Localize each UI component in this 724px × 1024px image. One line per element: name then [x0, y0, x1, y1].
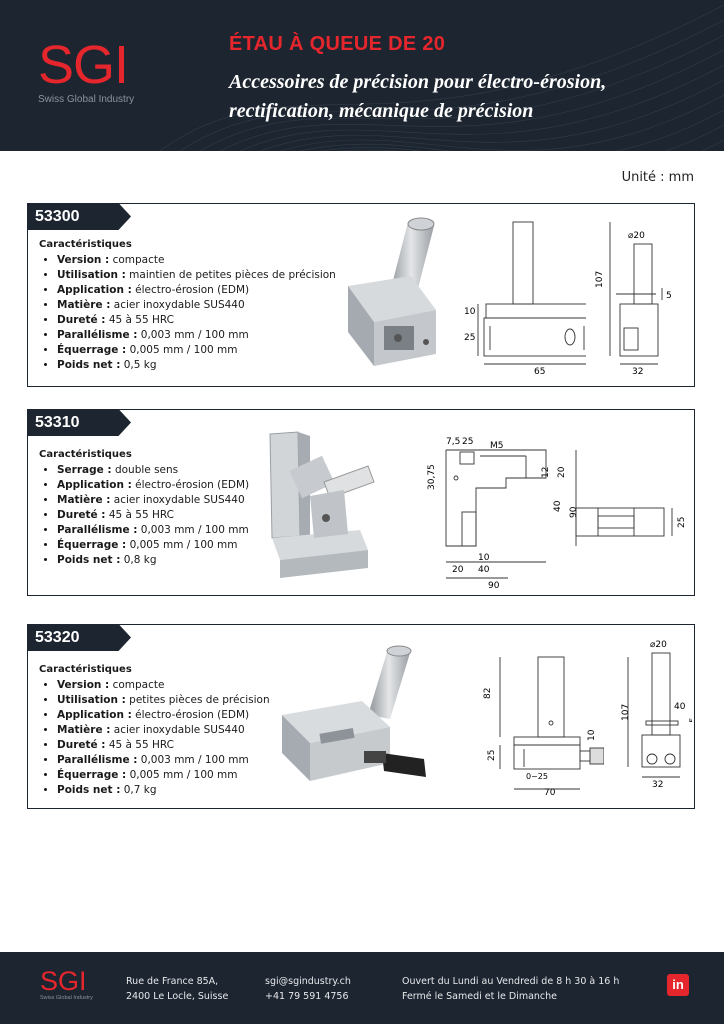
dim-label: ⌀20: [628, 231, 645, 241]
logo-tagline: Swiss Global Industry: [38, 94, 135, 105]
spec-item: Parallélisme : 0,003 mm / 100 mm: [57, 328, 336, 343]
product-code-badge: 53310: [27, 409, 131, 436]
footer-logo: SGI Swiss Global Industry: [40, 966, 93, 1001]
product-photo: [269, 431, 375, 578]
dim-label: 12: [541, 467, 551, 478]
unit-label: Unité : mm: [621, 170, 694, 185]
spec-item: Application : électro-érosion (EDM): [57, 708, 270, 723]
dim-label: 10: [464, 307, 476, 317]
dim-label: 25: [487, 750, 497, 761]
dim-label: 82: [483, 688, 493, 699]
spec-item: Matière : acier inoxydable SUS440: [57, 723, 270, 738]
dim-label: 25: [677, 517, 687, 528]
spec-item: Matière : acier inoxydable SUS440: [57, 298, 336, 313]
spec-item: Serrage : double sens: [57, 463, 249, 478]
spec-list: Caractéristiques Serrage : double sens A…: [39, 447, 249, 568]
dim-label: 7,5: [446, 437, 460, 447]
spec-item: Parallélisme : 0,003 mm / 100 mm: [57, 753, 270, 768]
spec-item: Application : électro-érosion (EDM): [57, 283, 336, 298]
dim-label: 10: [478, 553, 490, 563]
logo-mark: SGI: [38, 35, 129, 95]
product-card-53320: 53320 Caractéristiques Version : compact…: [27, 624, 695, 809]
dim-label: 107: [595, 271, 605, 288]
spec-list: Caractéristiques Version : compacte Util…: [39, 237, 336, 373]
spec-item: Utilisation : maintien de petites pièces…: [57, 268, 336, 283]
spec-item: Version : compacte: [57, 253, 336, 268]
spec-item: Équerrage : 0,005 mm / 100 mm: [57, 343, 336, 358]
spec-item: Version : compacte: [57, 678, 270, 693]
product-photo: [348, 217, 436, 366]
dim-label: 20: [557, 466, 567, 478]
footer-address: Rue de France 85A, 2400 Le Locle, Suisse: [126, 976, 229, 1002]
spec-item: Utilisation : petites pièces de précisio…: [57, 693, 270, 708]
dim-label: ⌀20: [650, 640, 667, 650]
footer-contact: sgi@sgindustry.ch +41 79 591 4756: [265, 974, 351, 1004]
spec-item: Dureté : 45 à 55 HRC: [57, 313, 336, 328]
product-code-badge: 53300: [27, 203, 131, 230]
linkedin-icon[interactable]: in: [667, 974, 689, 996]
dim-label: M5: [490, 441, 504, 451]
product-code-badge: 53320: [27, 624, 131, 651]
dim-label: 40: [674, 702, 686, 712]
dim-label: 5: [666, 291, 672, 301]
wave-pattern: [159, 4, 724, 151]
front-view-drawing: 82 25 10 0~25 70: [483, 656, 604, 797]
top-view-drawing: 25: [575, 507, 687, 537]
spec-item: Application : électro-érosion (EDM): [57, 478, 249, 493]
phone-link[interactable]: +41 79 591 4756: [265, 991, 349, 1002]
spec-item: Dureté : 45 à 55 HRC: [57, 738, 270, 753]
spec-title: Caractéristiques: [39, 664, 132, 675]
dim-label: 65: [534, 367, 545, 376]
dim-label: 32: [632, 367, 643, 376]
sgi-logo: SGI Swiss Global Industry: [38, 38, 134, 105]
spec-item: Poids net : 0,5 kg: [57, 358, 336, 373]
email-link[interactable]: sgi@sgindustry.ch: [265, 976, 351, 987]
front-view-drawing: 10 25 65: [464, 221, 586, 376]
spec-item: Équerrage : 0,005 mm / 100 mm: [57, 538, 249, 553]
subtitle-line-2: rectification, mécanique de précision: [229, 100, 534, 122]
footer-hours: Ouvert du Lundi au Vendredi de 8 h 30 à …: [402, 976, 620, 1002]
page-title: ÉTAU À QUEUE DE 20: [229, 33, 446, 55]
spec-title: Caractéristiques: [39, 449, 132, 460]
page-footer: SGI Swiss Global Industry Rue de France …: [0, 952, 724, 1024]
dim-label: 32: [652, 780, 663, 790]
subtitle-line-1: Accessoires de précision pour électro-ér…: [229, 71, 607, 93]
spec-list: Caractéristiques Version : compacte Util…: [39, 662, 270, 798]
dim-label: 5: [689, 717, 692, 723]
spec-item: Matière : acier inoxydable SUS440: [57, 493, 249, 508]
page-header: SGI Swiss Global Industry ÉTAU À QUEUE D…: [0, 0, 724, 151]
dim-label: 25: [464, 333, 475, 343]
dim-label: 10: [587, 729, 597, 741]
product-card-53310: 53310 Caractéristiques Serrage : double …: [27, 409, 695, 596]
product-photo: [282, 645, 426, 781]
page-subtitle: Accessoires de précision pour électro-ér…: [229, 68, 699, 126]
spec-item: Dureté : 45 à 55 HRC: [57, 508, 249, 523]
spec-item: Parallélisme : 0,003 mm / 100 mm: [57, 523, 249, 538]
dim-label: 0~25: [526, 772, 548, 781]
spec-item: Équerrage : 0,005 mm / 100 mm: [57, 768, 270, 783]
spec-item: Poids net : 0,7 kg: [57, 783, 270, 798]
dim-label: 90: [569, 506, 579, 518]
spec-item: Poids net : 0,8 kg: [57, 553, 249, 568]
dim-label: 20: [452, 565, 464, 575]
dim-label: 90: [488, 581, 500, 591]
front-view-drawing: 7,5 25 M5 30,75 12 20 40 90 10 20 40 90: [427, 437, 579, 591]
spec-title: Caractéristiques: [39, 239, 132, 250]
dim-label: 25: [462, 437, 473, 447]
dim-label: 40: [553, 500, 563, 512]
dim-label: 107: [621, 704, 631, 721]
dim-label: 30,75: [427, 464, 437, 490]
dim-label: 70: [544, 788, 556, 797]
side-view-drawing: ⌀20 107 5 32: [595, 222, 672, 376]
product-card-53300: 53300 Caractéristiques Version : compact…: [27, 203, 695, 387]
dim-label: 40: [478, 565, 490, 575]
side-view-drawing: ⌀20 107 40 5 32: [621, 640, 692, 790]
